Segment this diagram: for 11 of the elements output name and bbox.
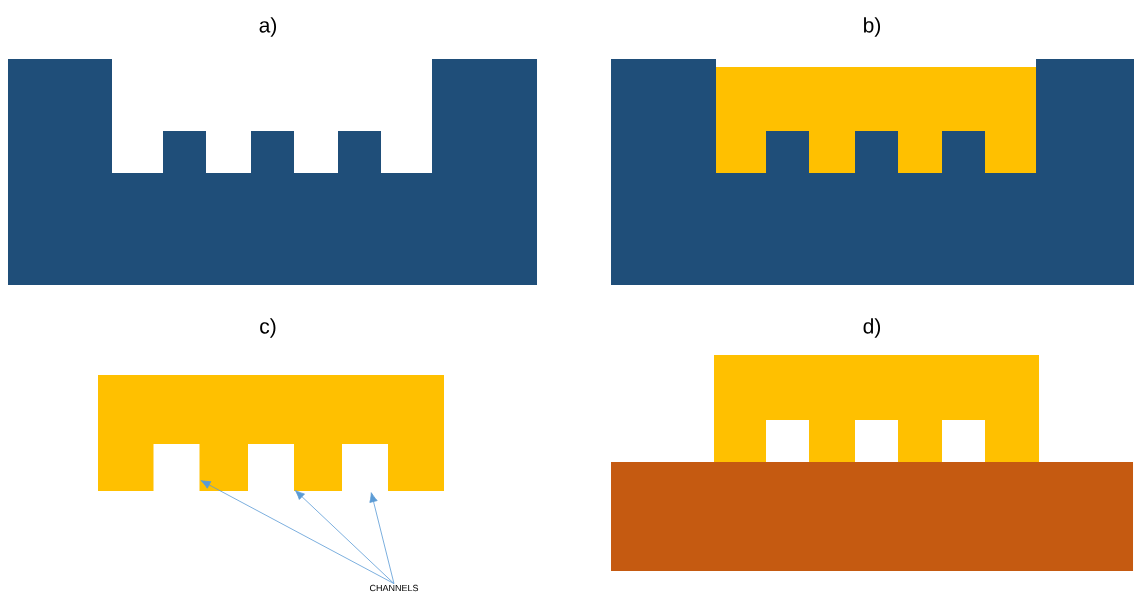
channel-notch [342,444,388,491]
channel-notch [248,444,294,491]
panel-label: d) [863,318,881,338]
leader-line [200,480,395,584]
channel-notch [153,444,200,491]
panel-label: c) [260,318,276,338]
callout-text: CHANNELS [369,584,419,592]
leader-line [369,492,395,584]
panel-label: a) [259,17,277,37]
panel-label: b) [864,17,881,37]
leader-line [294,490,395,584]
